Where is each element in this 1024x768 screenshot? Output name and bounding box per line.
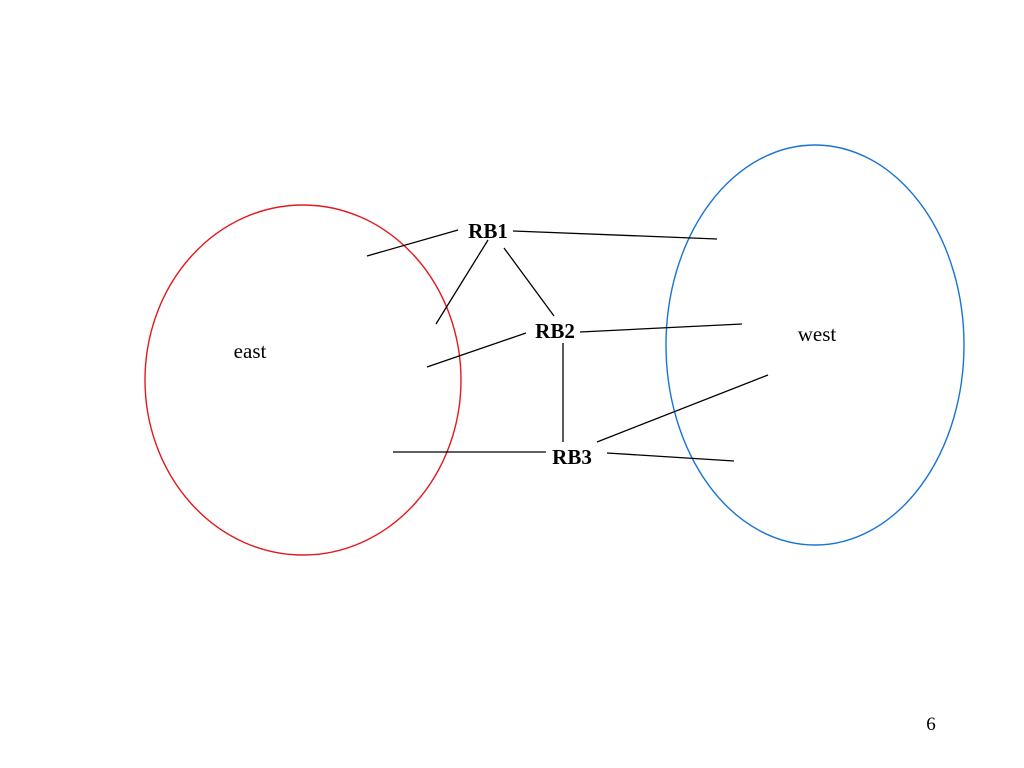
east-label: east (234, 339, 267, 363)
page-number: 6 (926, 714, 936, 735)
link-rb1-east-lower (435, 239, 489, 325)
link-rb2-west (579, 323, 743, 333)
node-rb2-label: RB2 (535, 319, 575, 343)
node-rb1-label: RB1 (468, 219, 508, 243)
link-rb3-west-lower (606, 452, 735, 462)
link-rb1-east-upper (366, 229, 459, 257)
west-label: west (798, 322, 837, 346)
node-rb3-label: RB3 (552, 445, 592, 469)
link-rb1-rb2 (503, 247, 555, 317)
link-rb1-west (512, 230, 718, 240)
west-region (665, 144, 965, 546)
east-region (144, 204, 462, 556)
link-rb3-west-upper (596, 374, 769, 443)
link-rb2-east (426, 332, 527, 368)
